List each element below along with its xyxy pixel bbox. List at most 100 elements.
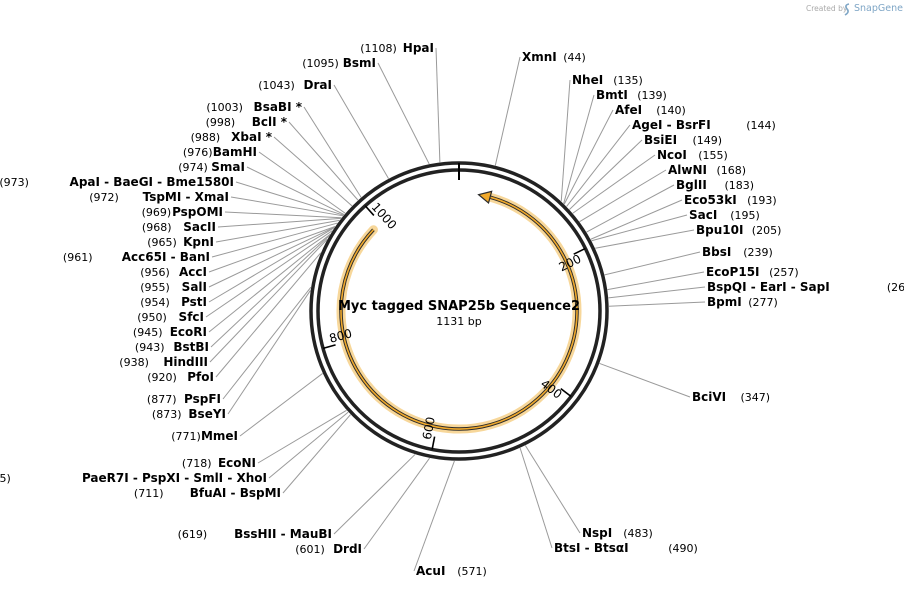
site-name: BstBI [173, 340, 209, 354]
site-position: (943) [135, 341, 165, 354]
site-name: HpaI [403, 41, 434, 55]
tick-mark-800 [322, 344, 336, 350]
leader-line-bcli [288, 121, 359, 201]
leader-line-drai [333, 84, 389, 179]
leader-line-apai-baegi-bme1580i [235, 181, 344, 216]
site-name: TspMI - XmaI [143, 190, 229, 204]
site-position: (257) [769, 266, 799, 279]
site-position: (571) [457, 565, 487, 578]
tick-mark-1000 [364, 205, 375, 216]
leader-line-alwni [579, 169, 667, 223]
site-position: (974) [178, 161, 208, 174]
site-label-bspqi-eari-sapi: BspQI - EarI - SapI(267) [707, 280, 904, 294]
leader-line-bpu10i [595, 229, 695, 249]
site-name: BsmI [343, 56, 376, 70]
site-name: NcoI [657, 148, 687, 162]
leader-line-ecop15i [607, 271, 705, 291]
site-label-bamhi: BamHI(976) [183, 145, 257, 159]
site-position: (965) [147, 236, 177, 249]
site-position: (969) [142, 206, 172, 219]
leader-line-xbai [273, 136, 353, 207]
site-name: Bpu10I [696, 223, 743, 237]
leader-line-smai [246, 166, 345, 215]
leader-line-ecori [208, 233, 331, 333]
site-label-acci: AccI(956) [140, 265, 207, 279]
site-name: EcoRI [170, 325, 207, 339]
site-name: AcuI [416, 564, 445, 578]
site-label-acc65i-bani: Acc65I - BanI(961) [63, 250, 210, 264]
leader-line-afei [563, 109, 614, 205]
leader-line-psti [208, 227, 335, 303]
site-position: (205) [752, 224, 782, 237]
site-label-econi: EcoNI(718) [182, 456, 256, 470]
site-label-sfci: SfcI(950) [137, 310, 204, 324]
site-label-bfuai-bspmi: BfuAI - BspMI(711) [134, 486, 281, 500]
site-name: BseYI [188, 407, 226, 421]
site-label-bbsi: BbsI(239) [702, 245, 773, 259]
leader-line-acc65i-bani [211, 222, 338, 258]
site-position: (1095) [302, 57, 339, 70]
site-name: PspFI [184, 392, 221, 406]
site-position: (718) [182, 457, 212, 470]
site-label-btsi-bts-i: BtsI - BtsαI (490) [554, 541, 698, 555]
site-label-hpai: HpaI(1108) [360, 41, 434, 55]
site-name: BclI * [252, 115, 288, 129]
site-name: EcoP15I [706, 265, 760, 279]
leader-line-paer7i-pspxi-smli-xhoi [268, 411, 349, 479]
site-label-xbai: XbaI * (988) [191, 130, 273, 144]
site-leader-lines [205, 47, 706, 572]
site-label-bsshii-maubi: BssHII - MauBI(619) [178, 527, 332, 541]
site-position: (988) [191, 131, 221, 144]
site-name: NspI [582, 526, 612, 540]
site-name: AlwNI [668, 163, 707, 177]
site-label-bcli: BclI *(998) [206, 115, 288, 129]
leader-line-bspqi-eari-sapi [608, 286, 706, 299]
site-label-ncoi: NcoI (155) [657, 148, 728, 162]
site-name: MmeI [201, 429, 238, 443]
site-label-mmei: MmeI(771) [171, 429, 238, 443]
site-name: BbsI [702, 245, 731, 259]
leader-line-bstbi [210, 235, 330, 348]
leader-line-pspomi [224, 211, 342, 219]
site-position: (155) [698, 149, 728, 162]
site-position: (619) [178, 528, 208, 541]
site-name: XbaI * [231, 130, 273, 144]
leader-line-pfoi [215, 252, 322, 378]
site-name: BtsI - BtsαI [554, 541, 629, 555]
site-position: (711) [134, 487, 164, 500]
site-position: (149) [693, 134, 723, 147]
site-position: (267) [887, 281, 904, 294]
site-label-alwni: AlwNI(168) [668, 163, 746, 177]
leader-line-bpmi [608, 301, 706, 307]
site-position: (955) [140, 281, 170, 294]
site-position: (139) [637, 89, 667, 102]
site-name: NheI [572, 73, 603, 87]
site-label-xmni: XmnI(44) [522, 50, 586, 64]
site-name: DrdI [333, 542, 362, 556]
site-name: ApaI - BaeGI - Bme1580I [70, 175, 234, 189]
site-position: (1043) [258, 79, 295, 92]
site-label-hindiii: HindIII(938) [119, 355, 208, 369]
leader-line-tspmi-xmai [230, 196, 344, 217]
leader-line-mmei [239, 373, 323, 437]
leader-line-hindiii [209, 238, 328, 363]
leader-line-bseyi [227, 290, 311, 415]
site-label-bpu10i: Bpu10I (205) [696, 223, 781, 237]
site-name: XmnI [522, 50, 557, 64]
site-name: HindIII [163, 355, 208, 369]
site-position: (483) [623, 527, 653, 540]
brand-created-by: Created by [806, 4, 848, 13]
site-position: (490) [668, 542, 698, 555]
site-name: SacI [689, 208, 717, 222]
leader-line-bsiei [569, 139, 643, 210]
site-position: (956) [140, 266, 170, 279]
site-label-ecori: EcoRI(945) [133, 325, 207, 339]
leader-line-nspi [524, 445, 581, 534]
site-label-eco53ki: Eco53kI(193) [684, 193, 777, 207]
leader-line-bsabi [303, 106, 362, 198]
site-name: KpnI [183, 235, 214, 249]
site-label-bcivi: BciVI(347) [692, 390, 770, 404]
site-name: SfcI [179, 310, 204, 324]
site-name: AgeI - BsrFI [632, 118, 711, 132]
leader-line-acui [413, 460, 455, 572]
